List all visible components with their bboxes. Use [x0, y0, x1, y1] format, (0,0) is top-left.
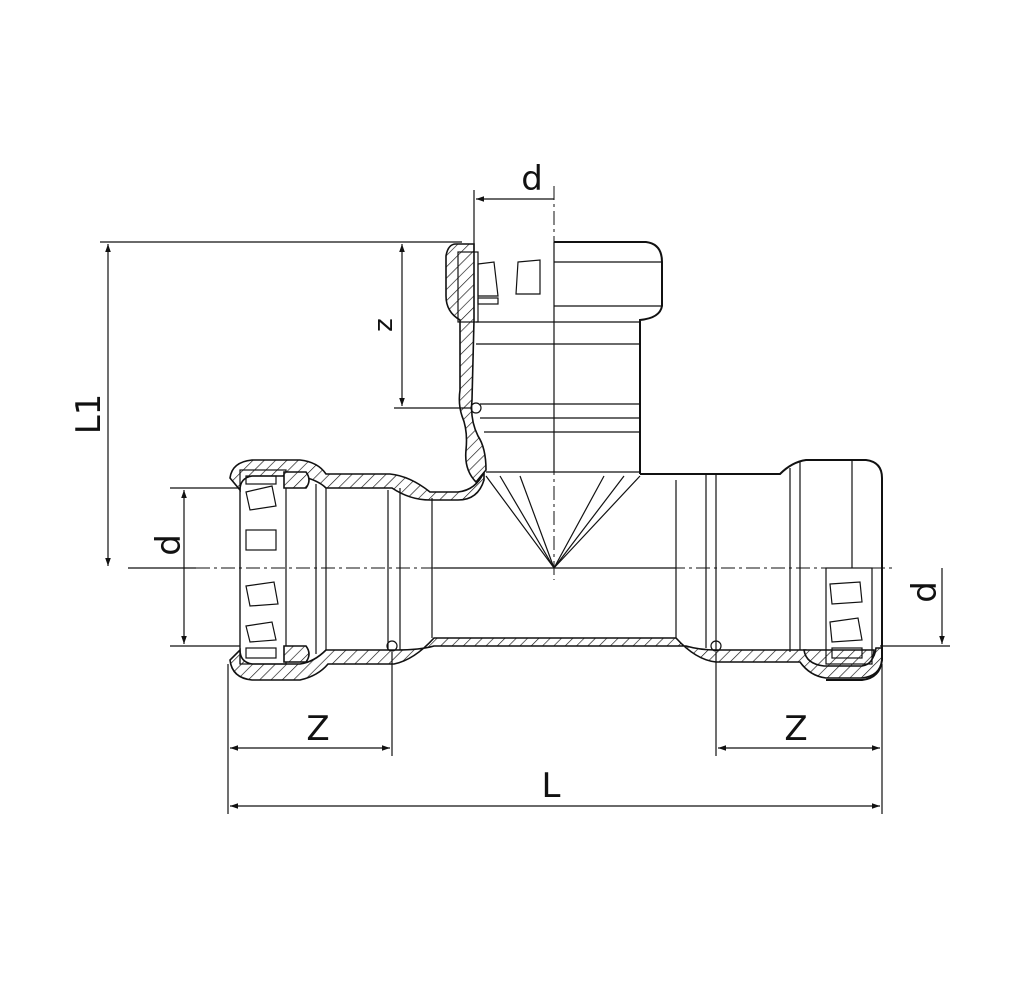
branch [445, 241, 663, 569]
label-left-d: d [149, 534, 189, 556]
branch-cone-ray-2 [519, 475, 555, 569]
branch-ring-teeth [477, 259, 541, 305]
label-branch-d: d [521, 159, 543, 199]
branch-cone-ray-4 [553, 475, 625, 569]
left-grip-ring [239, 469, 310, 665]
branch-cone [485, 475, 641, 569]
left-ring-outline [239, 469, 287, 665]
right-outer-contour [640, 459, 883, 681]
branch-o-ring [470, 402, 482, 414]
label-L: L [542, 766, 561, 806]
branch-left-wall [445, 243, 487, 484]
label-branch-z: z [369, 318, 399, 332]
label-L1: L1 [69, 394, 109, 435]
left-ring-seal-bottom [283, 645, 310, 663]
bottom-wall [229, 637, 883, 681]
label-right-d: d [905, 581, 945, 603]
right-o-ring [710, 640, 722, 652]
left-ring-teeth [245, 475, 279, 659]
left-top-wall [229, 459, 485, 501]
dimension-labels: d z L1 d d Z Z L [69, 159, 945, 806]
label-left-Z: Z [306, 709, 329, 749]
branch-cone-ray-3 [553, 475, 605, 569]
branch-outer-right [554, 241, 663, 474]
left-ring-seal-top [283, 471, 310, 489]
label-right-Z: Z [784, 709, 807, 749]
dimension-lines [100, 190, 950, 814]
right-ring-teeth [829, 581, 863, 659]
left-o-ring [386, 640, 398, 652]
main-run-body [229, 459, 883, 681]
branch-cone-ray [499, 475, 555, 569]
